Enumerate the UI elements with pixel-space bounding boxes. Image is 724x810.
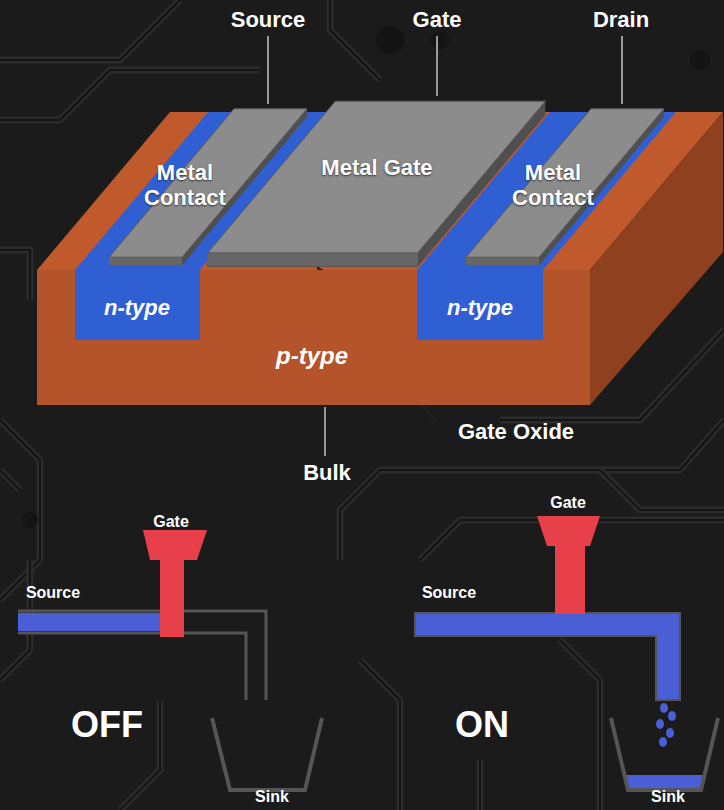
circuit-trace: [360, 660, 400, 810]
metal-contact-label-box: Metal Contact: [140, 157, 230, 214]
circuit-pad: [431, 31, 449, 49]
water-drop: [660, 703, 668, 713]
circuit-trace: [0, 0, 180, 60]
terminal-label: Sink: [651, 788, 685, 806]
sink-bucket: [212, 718, 322, 790]
pipe-water: [415, 613, 680, 700]
circuit-trace: [340, 420, 724, 560]
water-drop: [656, 719, 664, 729]
terminal-label: Bulk: [303, 460, 351, 485]
terminal-label: Gate: [550, 494, 586, 512]
pipe-wall: [18, 611, 162, 633]
circuit-trace: [560, 640, 600, 810]
circuit-trace: [0, 470, 20, 490]
circuit-trace: [0, 250, 30, 300]
terminal-label: Source: [231, 7, 306, 32]
metal-gate-front: [208, 253, 418, 267]
water-drop: [668, 711, 676, 721]
terminal-label: Gate Oxide: [458, 419, 574, 444]
circuit-trace: [477, 760, 484, 810]
part-name: Metal Gate: [321, 155, 432, 180]
terminal-label: Drain: [593, 7, 649, 32]
metal-contact-label-box: Metal Contact: [508, 157, 598, 214]
circuit-trace: [340, 420, 724, 560]
n-type-region: n-type: [417, 270, 543, 340]
circuit-pad: [376, 26, 404, 54]
circuit-trace: [600, 470, 724, 510]
circuit-pad: [690, 50, 710, 70]
circuit-trace: [330, 0, 380, 80]
circuit-trace: [0, 420, 40, 600]
valve-stem: [160, 556, 184, 637]
circuit-trace: [0, 0, 180, 60]
terminal-label: Sink: [255, 788, 289, 806]
part-name: Metal Contact: [512, 160, 594, 211]
circuit-trace: [600, 470, 724, 510]
water-drop: [659, 737, 667, 747]
n-type-region: n-type: [75, 270, 200, 340]
source-contact-front: [109, 257, 182, 265]
circuit-trace: [479, 760, 481, 810]
state-label: ON: [455, 704, 509, 745]
circuit-trace: [0, 470, 20, 490]
leader-line: [436, 36, 438, 96]
valve-handle: [537, 516, 600, 546]
circuit-trace: [0, 250, 30, 300]
pipe-wall: [184, 611, 266, 700]
circuit-trace: [360, 660, 400, 810]
metal-gate-label-box: Metal Gate: [317, 152, 436, 183]
sink-water: [625, 775, 704, 790]
part-name: n-type: [447, 295, 513, 320]
valve-handle: [143, 530, 207, 560]
valve-stem: [555, 542, 585, 614]
circuit-trace: [0, 420, 40, 600]
part-name: n-type: [104, 295, 170, 320]
drain-contact-top: [466, 109, 664, 258]
part-name: Metal Contact: [144, 160, 226, 211]
sink-bucket: [611, 718, 718, 790]
leader-line: [267, 36, 269, 104]
water-drop: [666, 728, 674, 738]
terminal-label: Gate: [153, 513, 189, 531]
terminal-label: Source: [422, 584, 476, 602]
leader-line: [621, 36, 623, 104]
terminal-label: Source: [26, 584, 80, 602]
circuit-trace: [560, 640, 600, 810]
leader-line: [324, 407, 326, 456]
drain-contact-front: [466, 257, 539, 265]
pipe-water: [18, 613, 162, 631]
part-name: p-type: [276, 342, 348, 370]
state-label: OFF: [71, 704, 143, 745]
circuit-trace: [330, 0, 380, 80]
circuit-pad: [22, 512, 38, 528]
p-type-substrate: p-type n-type n-type: [37, 270, 590, 405]
terminal-label: Gate: [413, 7, 462, 32]
